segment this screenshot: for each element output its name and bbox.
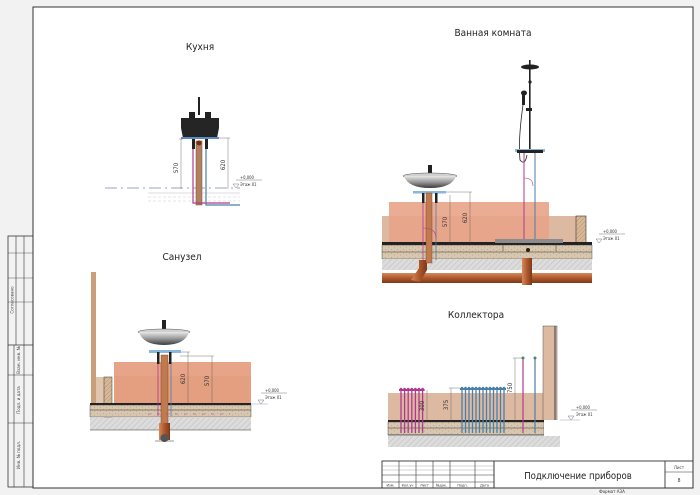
view-title-collectors: Коллектора bbox=[448, 310, 504, 321]
sheet-format: Формат А3А bbox=[599, 489, 625, 495]
dim-kitchen-570: 570 bbox=[173, 162, 180, 173]
side-stamp: Согласовано Взам. инв. № Подп. и дата Ин… bbox=[7, 235, 34, 488]
stamp-column-label: Подп. bbox=[457, 483, 467, 488]
level-name-bathroom: Этаж 01 bbox=[603, 236, 620, 241]
hot-collector-outlet-cap bbox=[403, 387, 406, 391]
floor-top bbox=[90, 403, 251, 405]
level-toilet: +0,000 bbox=[265, 388, 280, 393]
cold-collector-outlet-cap bbox=[464, 386, 467, 390]
stamp-column-label: Дата bbox=[480, 483, 489, 488]
dim-toilet-570: 570 bbox=[204, 375, 211, 386]
side-label-inv-no: Инв. № подл. bbox=[16, 441, 22, 469]
floor-slab bbox=[90, 418, 251, 430]
sheet-label: Лист bbox=[674, 465, 685, 471]
dim-bath-620: 620 bbox=[462, 212, 469, 223]
dim-coll-750: 750 bbox=[507, 382, 514, 393]
sheet-title: Подключение приборов bbox=[524, 471, 632, 482]
sewer-elbow bbox=[411, 260, 427, 282]
view-kitchen: Кухня 570 620 +0,000 Этаж 01 bbox=[105, 42, 262, 206]
title-block: Изм. Кол.уч Лист №док. Подп. Дата Подключение… bbox=[381, 460, 694, 495]
cold-pipe bbox=[205, 149, 240, 206]
cold-collector bbox=[460, 386, 506, 433]
level-name-toilet: Этаж 01 bbox=[265, 395, 282, 400]
floor-slab bbox=[388, 436, 560, 447]
cold-collector-outlet-cap bbox=[488, 386, 492, 390]
sink-bracket bbox=[413, 191, 446, 194]
tile-block bbox=[389, 202, 549, 242]
hot-collector-outlet-cap bbox=[399, 387, 403, 391]
hot-collector-outlet-cap bbox=[414, 387, 417, 391]
dim-kitchen-620: 620 bbox=[220, 159, 227, 170]
sheet-number: 8 bbox=[678, 478, 681, 484]
floor-top bbox=[382, 242, 592, 245]
cold-collector-outlet-cap bbox=[502, 386, 506, 390]
side-label-replace: Взам. инв. № bbox=[16, 346, 22, 373]
wall-section bbox=[575, 215, 587, 244]
dim-coll-375: 375 bbox=[443, 400, 450, 410]
view-toilet: Санузел 620 570 +0,000 bbox=[89, 252, 287, 442]
sewer-fitting bbox=[159, 423, 170, 440]
wall-board bbox=[91, 272, 96, 405]
stamp-column-label: Изм. bbox=[386, 483, 394, 488]
cold-collector-outlet-cap bbox=[495, 386, 499, 390]
shower-mixer bbox=[517, 150, 543, 153]
level-kitchen: +0,000 bbox=[240, 175, 255, 180]
floor-screed bbox=[89, 404, 252, 418]
kitchen-sink bbox=[181, 118, 219, 138]
stamp-column-label: Кол.уч bbox=[402, 483, 414, 488]
cold-collector-outlet-cap bbox=[467, 386, 471, 390]
cold-collector-outlet-cap bbox=[460, 386, 464, 390]
view-bathroom: Ванная комната 570 620 bbox=[381, 28, 625, 285]
dim-toilet-620: 620 bbox=[180, 373, 187, 384]
sink-bracket bbox=[149, 350, 181, 353]
view-title-toilet: Санузел bbox=[162, 252, 201, 263]
hot-collector-outlet-cap bbox=[410, 387, 414, 391]
view-title-kitchen: Кухня bbox=[186, 42, 214, 53]
cold-collector-outlet-cap bbox=[485, 386, 488, 390]
view-title-bathroom: Ванная комната bbox=[454, 28, 531, 39]
sewer-main bbox=[382, 273, 592, 283]
level-collectors: +0,000 bbox=[576, 405, 591, 410]
cold-collector-outlet-cap bbox=[471, 386, 474, 390]
stamp-column-label: Лист bbox=[420, 483, 429, 488]
bathroom-sink bbox=[404, 176, 456, 188]
hot-collector bbox=[399, 387, 425, 433]
side-label-sign-date: Подп. и дата bbox=[16, 386, 22, 414]
cold-collector-outlet-cap bbox=[499, 386, 502, 390]
level-bathroom: +0,000 bbox=[603, 229, 618, 234]
sewer-riser bbox=[522, 258, 532, 285]
hot-pipe bbox=[192, 149, 230, 204]
hot-collector-outlet-cap bbox=[417, 387, 421, 391]
cold-collector-outlet-cap bbox=[492, 386, 495, 390]
stamp-column-label: №док. bbox=[436, 483, 447, 488]
shower-hose bbox=[519, 104, 528, 163]
faucet bbox=[198, 97, 200, 115]
cold-collector-outlet-cap bbox=[481, 386, 485, 390]
floor-slab bbox=[382, 259, 592, 270]
toilet-sink bbox=[139, 332, 189, 345]
cold-collector-outlet-cap bbox=[474, 386, 478, 390]
cold-collector-outlet-cap bbox=[478, 386, 481, 390]
dim-coll-300: 300 bbox=[419, 400, 426, 411]
view-collectors: Коллектора 300 375 750 +0,000 Этаж 01 bbox=[387, 310, 597, 447]
side-label-agreed: Согласовано bbox=[10, 286, 16, 314]
shower-rail bbox=[529, 60, 531, 152]
hot-collector-outlet-cap bbox=[421, 387, 424, 391]
dim-bath-570: 570 bbox=[442, 216, 449, 227]
level-name-kitchen: Этаж 01 bbox=[240, 182, 257, 187]
level-name-collectors: Этаж 01 bbox=[576, 412, 593, 417]
shower-tray bbox=[495, 239, 563, 243]
hot-collector-outlet-cap bbox=[406, 387, 410, 391]
sewer-pipe bbox=[195, 140, 203, 206]
